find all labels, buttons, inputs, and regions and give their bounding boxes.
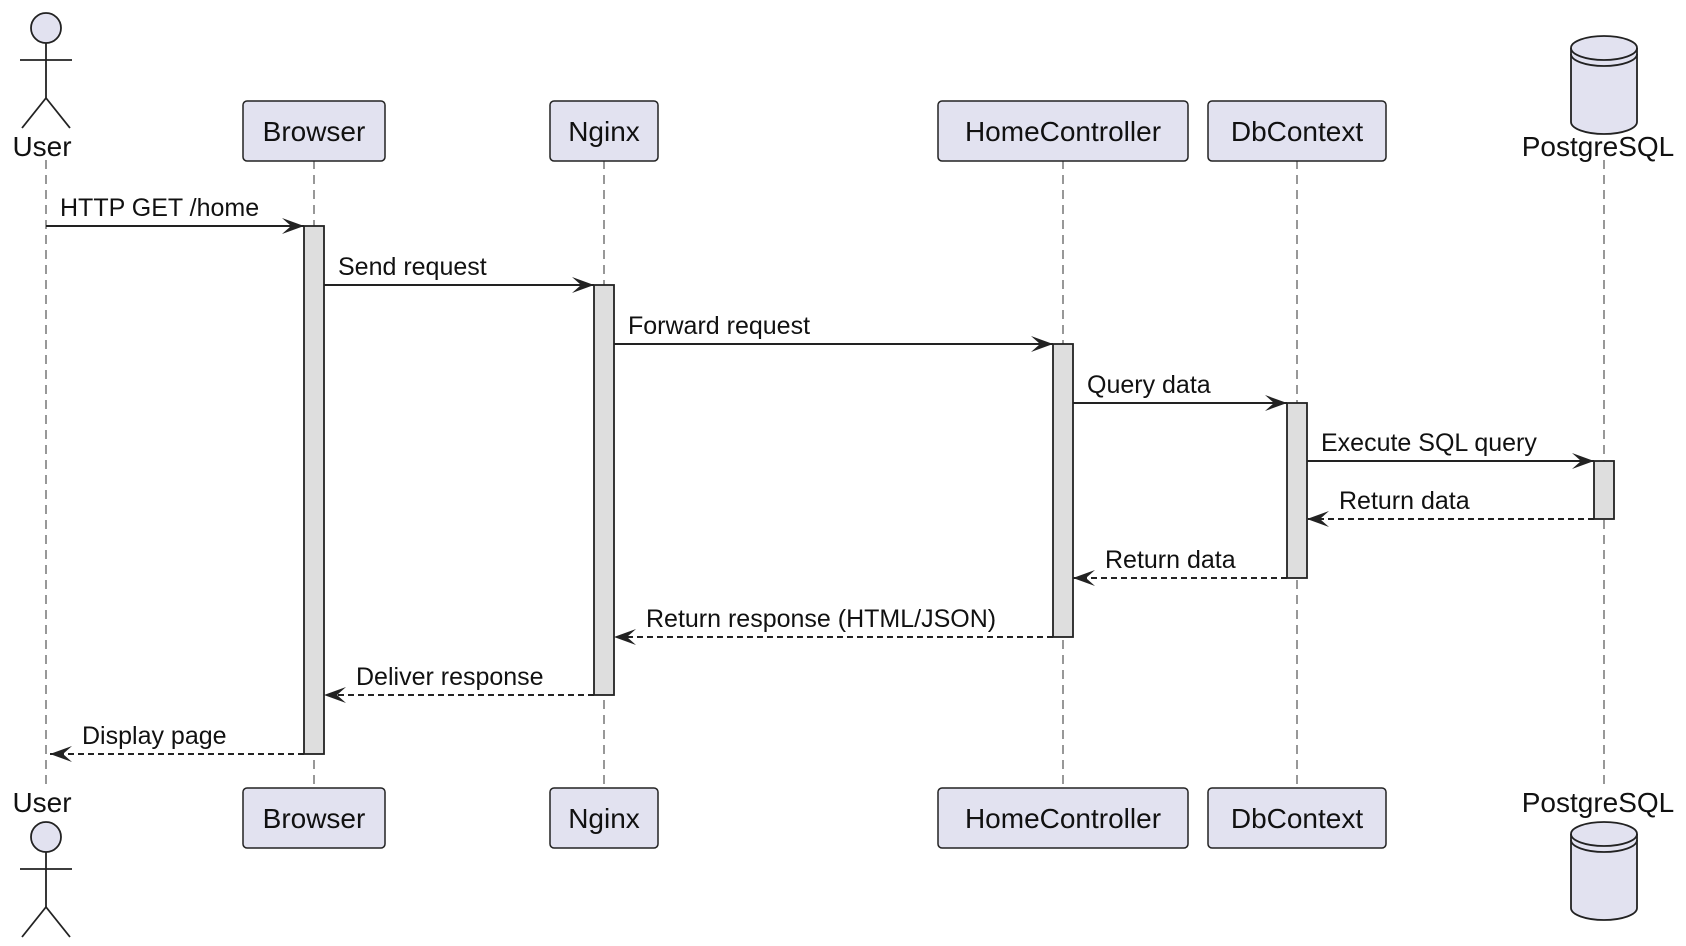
- arrowhead-icon: [282, 218, 304, 234]
- participant-homecontroller-top: HomeController: [937, 100, 1189, 162]
- participant-user-bottom: User: [12, 787, 72, 938]
- message-label: Display page: [82, 722, 227, 750]
- actor-icon: [20, 12, 72, 129]
- message-arrow: Return data: [1073, 546, 1287, 586]
- message-arrow: Query data: [1073, 371, 1287, 411]
- message-label: HTTP GET /home: [60, 194, 259, 222]
- database-icon: [1570, 35, 1638, 135]
- participant-label: Nginx: [568, 116, 640, 147]
- message-arrow: Send request: [324, 253, 594, 293]
- participant-label: DbContext: [1231, 803, 1364, 834]
- participant-box: [937, 100, 1189, 162]
- participant-label: PostgreSQL: [1522, 787, 1675, 818]
- activation-bar-browser: [303, 225, 325, 755]
- participant-dbcontext-bottom: DbContext: [1207, 787, 1387, 849]
- actor-icon: [20, 821, 72, 938]
- participant-box: [937, 787, 1189, 849]
- participant-postgresql-top: PostgreSQL: [1522, 35, 1675, 162]
- activation-bar-postgresql: [1593, 460, 1615, 520]
- participant-nginx-top: Nginx: [549, 100, 659, 162]
- participant-dbcontext-top: DbContext: [1207, 100, 1387, 162]
- database-icon: [1570, 821, 1638, 921]
- participant-homecontroller-bottom: HomeController: [937, 787, 1189, 849]
- participant-label: Browser: [263, 803, 366, 834]
- arrowhead-icon: [614, 629, 636, 645]
- arrowhead-icon: [1073, 570, 1095, 586]
- participant-label: HomeController: [965, 803, 1161, 834]
- activation-bar-dbcontext: [1286, 402, 1308, 579]
- message-arrow: Return response (HTML/JSON): [614, 605, 1053, 645]
- activation-bar-nginx: [593, 284, 615, 696]
- message-arrow: Return data: [1307, 487, 1594, 527]
- message-arrow: Execute SQL query: [1307, 429, 1594, 469]
- participant-label: User: [12, 131, 71, 162]
- participant-nginx-bottom: Nginx: [549, 787, 659, 849]
- arrowhead-icon: [1031, 336, 1053, 352]
- message-label: Return data: [1339, 487, 1470, 515]
- participant-label: User: [12, 787, 71, 818]
- arrowhead-icon: [324, 687, 346, 703]
- participant-label: HomeController: [965, 116, 1161, 147]
- participant-box: [549, 100, 659, 162]
- participant-box: [1207, 787, 1387, 849]
- participant-label: PostgreSQL: [1522, 131, 1675, 162]
- message-label: Return response (HTML/JSON): [646, 605, 996, 633]
- participant-label: DbContext: [1231, 116, 1364, 147]
- arrowhead-icon: [572, 277, 594, 293]
- participant-browser-top: Browser: [242, 100, 386, 162]
- arrowhead-icon: [1572, 453, 1594, 469]
- message-label: Return data: [1105, 546, 1236, 574]
- arrowhead-icon: [1307, 511, 1329, 527]
- participant-postgresql-bottom: PostgreSQL: [1522, 787, 1675, 921]
- participant-browser-bottom: Browser: [242, 787, 386, 849]
- message-label: Deliver response: [356, 663, 544, 691]
- participant-box: [242, 100, 386, 162]
- participant-box: [1207, 100, 1387, 162]
- participant-box: [242, 787, 386, 849]
- participant-label: Nginx: [568, 803, 640, 834]
- message-label: Forward request: [628, 312, 810, 340]
- arrowhead-icon: [50, 746, 72, 762]
- message-arrow: Forward request: [614, 312, 1053, 352]
- message-label: Send request: [338, 253, 487, 281]
- message-arrow: HTTP GET /home: [46, 194, 304, 234]
- message-label: Execute SQL query: [1321, 429, 1537, 457]
- activation-bar-homecontroller: [1052, 343, 1074, 638]
- arrowhead-icon: [1265, 395, 1287, 411]
- participant-box: [549, 787, 659, 849]
- participant-user-top: User: [12, 12, 72, 162]
- participant-label: Browser: [263, 116, 366, 147]
- message-arrow: Display page: [50, 722, 304, 762]
- message-arrow: Deliver response: [324, 663, 594, 703]
- message-label: Query data: [1087, 371, 1211, 399]
